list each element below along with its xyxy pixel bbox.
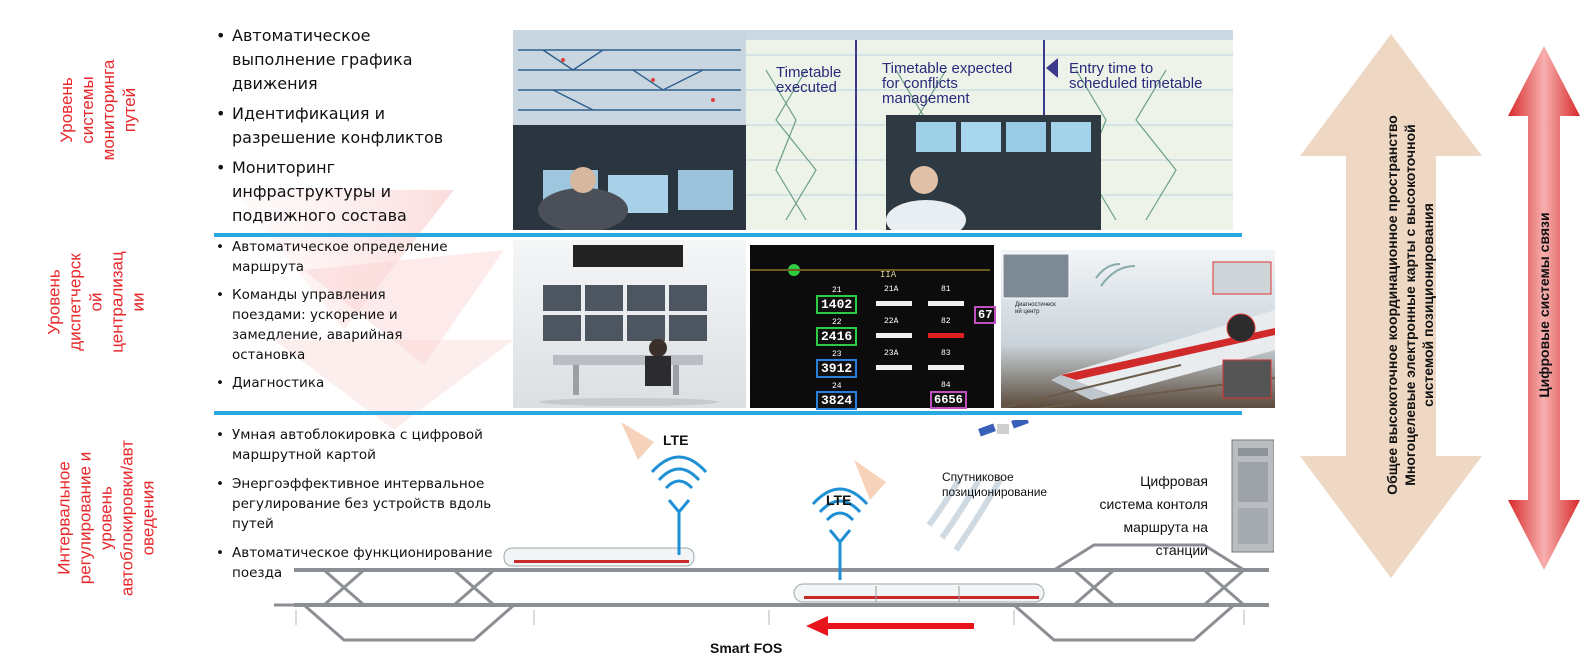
dispatch-items-list: Автоматическое определение маршрута Кома… [214, 237, 448, 401]
interval-items-list: Умная автоблокировка с цифровой маршрутн… [214, 425, 492, 592]
timetable-chart-image [746, 30, 1233, 230]
satellite-label: Спутниковое позиционирование [942, 470, 1048, 499]
divider-bottom [214, 411, 1242, 415]
satellite-icon [978, 420, 1029, 437]
monitoring-items-list: Автоматическое выполнение графика движен… [214, 24, 443, 234]
list-item: Умная автоблокировка с цифровой маршрутн… [214, 425, 492, 465]
level-label-monitoring: Уровень системы мониторинга путей [57, 59, 139, 161]
timetable-executed-label: Timetable executed [776, 64, 842, 96]
signal-row-num: 24 [832, 382, 842, 391]
list-item: Мониторинг инфраструктуры и подвижного с… [214, 156, 443, 228]
signal-row-s: 83 [941, 349, 951, 358]
beige-double-arrow [1300, 34, 1482, 578]
signal-side-code: 67 [974, 306, 997, 324]
level-label-dispatch: Уровень диспетчерск ой централизац ии [44, 251, 148, 353]
train-right-icon [793, 583, 1045, 603]
signal-row-s: 84 [941, 381, 951, 390]
signal-row-code: 1402 [816, 295, 858, 314]
list-item: Автоматическое выполнение графика движен… [214, 24, 443, 96]
list-item: Команды управления поездами: ускорение и… [214, 285, 448, 365]
signal-row-sub: 23A [884, 349, 899, 358]
signal-row-code: 3824 [816, 391, 858, 410]
list-item: Энергоэффективное интервальное регулиров… [214, 474, 492, 534]
level-label-interval: Интервальное регулирование и уровень авт… [54, 439, 158, 597]
pink-arrow-decor [854, 460, 886, 500]
entry-time-label: Entry time to scheduled timetable [1069, 60, 1203, 92]
signal-row-s: 82 [941, 317, 951, 326]
right-arrow-beige-text: Общее высокоточное координационное прост… [1384, 115, 1436, 495]
signal-bar [928, 301, 964, 306]
signal-top-label: IIA [880, 270, 897, 280]
lte-left-label: LTE [663, 432, 689, 448]
right-arrow-red-text: Цифровые системы связи [1536, 212, 1552, 398]
station-label: Цифровая система контоля маршрута на ста… [1099, 473, 1208, 558]
timetable-expected-label: Timetable expected for conflicts managem… [882, 60, 1013, 107]
signal-row-s: 81 [941, 285, 951, 294]
signal-row-num: 23 [832, 350, 842, 359]
list-item: Автоматическое функционирование поезда [214, 543, 492, 583]
pink-arrow-decor [621, 422, 654, 460]
signal-row-sub: 21A [884, 285, 899, 294]
lte-antenna-left-icon [650, 455, 708, 555]
list-item: Автоматическое определение маршрута [214, 237, 448, 277]
signal-bar [876, 301, 912, 306]
red-double-arrow [1508, 46, 1580, 570]
signal-row-code: 2416 [816, 327, 858, 346]
station-cabinet-icon [1231, 439, 1274, 553]
diag-center-label: Диагностическ ий центр [1015, 302, 1056, 315]
control-room-photo [513, 30, 746, 230]
satellite-signal-decor [926, 476, 1004, 552]
signal-bar-red [928, 333, 964, 338]
signal-row-code: 3912 [816, 359, 858, 378]
signal-bar [928, 365, 964, 370]
signal-row-num: 22 [832, 318, 842, 327]
dispatcher-workstation-photo [513, 240, 746, 408]
signal-bar [876, 365, 912, 370]
signal-bar [876, 333, 912, 338]
lte-antenna-right-icon [811, 487, 869, 580]
signal-bottom-right-code: 6656 [930, 391, 967, 409]
train-left-icon [503, 547, 695, 567]
list-item: Идентификация и разрешение конфликтов [214, 102, 443, 150]
list-item: Диагностика [214, 373, 448, 393]
track-diagram [274, 420, 1274, 642]
signal-board-image: IIA [750, 245, 994, 408]
smart-fos-label: Smart FOS [710, 640, 783, 656]
smart-fos-arrow-icon [806, 616, 974, 636]
signal-row-num: 21 [832, 286, 842, 295]
lte-right-label: LTE [826, 492, 852, 508]
train-diagnostics-photo [1001, 250, 1275, 408]
signal-row-sub: 22A [884, 317, 899, 326]
divider-top [214, 233, 1242, 237]
